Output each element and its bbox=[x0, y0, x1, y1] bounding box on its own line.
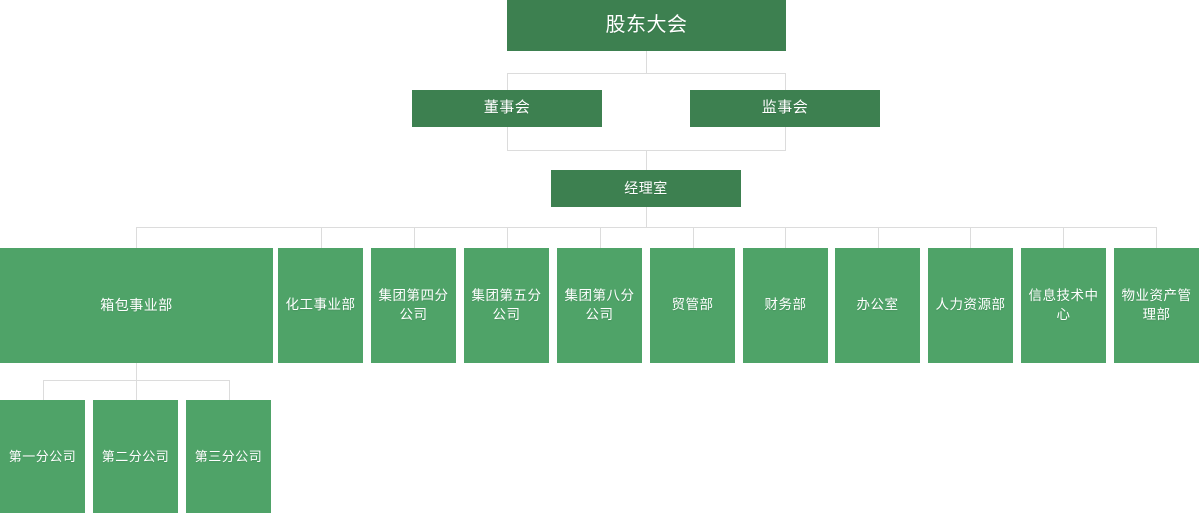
connector-v-supervisors-down bbox=[785, 127, 786, 150]
node-department-office[interactable]: 办公室 bbox=[835, 248, 920, 363]
connector-v-dept-8 bbox=[970, 227, 971, 248]
connector-v-board-supervisors bbox=[785, 73, 786, 90]
node-department-property-asset-management[interactable]: 物业资产管理部 bbox=[1114, 248, 1199, 363]
connector-v-dept-7 bbox=[878, 227, 879, 248]
connector-v-branch-1 bbox=[136, 380, 137, 400]
connector-v-dept-2 bbox=[414, 227, 415, 248]
node-branch-third-company[interactable]: 第三分公司 bbox=[186, 400, 271, 513]
connector-v-dept-4 bbox=[600, 227, 601, 248]
node-branch-second-company[interactable]: 第二分公司 bbox=[93, 400, 178, 513]
connector-v-dept-5 bbox=[693, 227, 694, 248]
connector-v-directors-down bbox=[507, 127, 508, 150]
node-department-group-branch-4[interactable]: 集团第四分公司 bbox=[371, 248, 456, 363]
node-department-group-branch-8[interactable]: 集团第八分公司 bbox=[557, 248, 642, 363]
connector-h-departments bbox=[136, 227, 1156, 228]
connector-h-level3 bbox=[507, 150, 786, 151]
node-department-finance[interactable]: 财务部 bbox=[743, 248, 828, 363]
connector-v-manager-down bbox=[646, 207, 647, 227]
connector-v-branch-2 bbox=[229, 380, 230, 400]
connector-v-dept-0 bbox=[136, 227, 137, 248]
connector-v-dept-6 bbox=[785, 227, 786, 248]
connector-v-board-directors bbox=[507, 73, 508, 90]
node-department-luggage-division[interactable]: 箱包事业部 bbox=[0, 248, 273, 363]
connector-v-branch-0 bbox=[43, 380, 44, 400]
node-branch-first-company[interactable]: 第一分公司 bbox=[0, 400, 85, 513]
node-shareholders-meeting[interactable]: 股东大会 bbox=[507, 0, 786, 51]
connector-h-level2 bbox=[507, 73, 786, 74]
connector-v-dept-10 bbox=[1156, 227, 1157, 248]
connector-v-dept-9 bbox=[1063, 227, 1064, 248]
node-board-of-supervisors[interactable]: 监事会 bbox=[690, 90, 880, 127]
node-manager-office[interactable]: 经理室 bbox=[551, 170, 741, 207]
connector-v-luggage-down bbox=[136, 363, 137, 380]
connector-h-branches bbox=[43, 380, 229, 381]
node-board-of-directors[interactable]: 董事会 bbox=[412, 90, 602, 127]
node-department-human-resources[interactable]: 人力资源部 bbox=[928, 248, 1013, 363]
connector-v-dept-1 bbox=[321, 227, 322, 248]
node-department-group-branch-5[interactable]: 集团第五分公司 bbox=[464, 248, 549, 363]
connector-v-dept-3 bbox=[507, 227, 508, 248]
connector-v-root bbox=[646, 51, 647, 73]
node-department-chemical-division[interactable]: 化工事业部 bbox=[278, 248, 363, 363]
node-department-it-center[interactable]: 信息技术中心 bbox=[1021, 248, 1106, 363]
connector-v-manager-office bbox=[646, 150, 647, 170]
node-department-trade-management[interactable]: 贸管部 bbox=[650, 248, 735, 363]
